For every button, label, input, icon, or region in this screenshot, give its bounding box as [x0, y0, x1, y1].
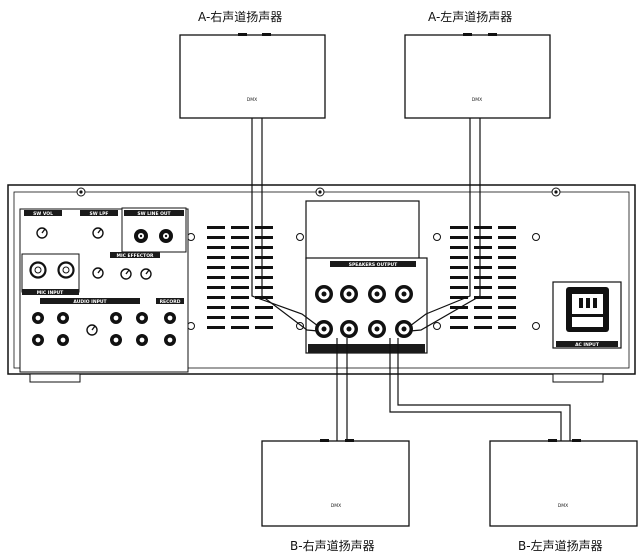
input-select-knob[interactable] — [86, 324, 98, 336]
screw — [187, 322, 195, 330]
sw-vol-label: SW VOL — [33, 211, 53, 217]
speaker-terminal-a-right-neg[interactable] — [340, 320, 358, 338]
record-jack-l[interactable] — [164, 312, 176, 324]
speaker-brand-logo: DMX — [331, 503, 341, 509]
record-label: RECORD — [160, 299, 181, 305]
sw-lpf-label: SW LPF — [89, 211, 108, 217]
wire-a-left-neg — [409, 118, 481, 332]
audio-input-jack[interactable] — [110, 312, 122, 324]
speakers-output-label: SPEAKERS OUTPUT — [349, 262, 398, 268]
speaker-a-left: DMX — [404, 33, 551, 119]
speaker-terminal-a-left-pos[interactable] — [395, 320, 413, 338]
audio-input-jack[interactable] — [32, 312, 44, 324]
label-b-right-speaker: B-右声道扬声器 — [290, 539, 375, 553]
wire-a-right-neg — [261, 118, 319, 332]
sw-vol-knob[interactable] — [36, 227, 48, 239]
mic-effector-label: MIC EFFECTOR — [117, 253, 155, 259]
ac-input-label: AC INPUT — [575, 342, 600, 348]
screw — [187, 233, 195, 241]
mic-input-jack-1[interactable] — [29, 261, 47, 279]
mic-effector-knob-2[interactable] — [140, 268, 152, 280]
screw — [433, 233, 441, 241]
screw — [532, 233, 540, 241]
ac-input-socket[interactable]: AC INPUT — [552, 281, 622, 349]
screw — [315, 187, 325, 197]
speaker-terminal-a-right-pos[interactable] — [315, 320, 333, 338]
audio-input-jack[interactable] — [136, 312, 148, 324]
speaker-terminal-b-right-pos[interactable] — [315, 285, 333, 303]
vent-grille-right — [450, 226, 516, 329]
input-panel: SW VOL SW LPF SW LINE OUT MIC INPUT MIC … — [19, 207, 189, 373]
label-b-left-speaker: B-左声道扬声器 — [518, 539, 603, 553]
audio-input-jack[interactable] — [136, 334, 148, 346]
screw — [296, 322, 304, 330]
mic-effector-knob-1[interactable] — [120, 268, 132, 280]
audio-input-jack[interactable] — [57, 312, 69, 324]
speaker-a-right: DMX — [179, 33, 326, 119]
speaker-b-left: DMX — [489, 439, 638, 527]
speaker-brand-logo: DMX — [472, 97, 482, 103]
audio-input-jack[interactable] — [110, 334, 122, 346]
label-a-left-speaker: A-左声道扬声器 — [428, 10, 513, 24]
audio-input-jack[interactable] — [57, 334, 69, 346]
wire-b-left-pos — [389, 338, 562, 441]
screw — [296, 233, 304, 241]
screw — [76, 187, 86, 197]
wire-a-right-pos — [251, 118, 319, 327]
speaker-b-right: DMX — [261, 439, 410, 527]
audio-input-label: AUDIO INPUT — [73, 299, 107, 305]
speaker-brand-logo: DMX — [558, 503, 568, 509]
speaker-wires — [251, 118, 571, 441]
sw-lpf-knob[interactable] — [92, 227, 104, 239]
vent-grille-left — [207, 226, 273, 329]
mic-input-label: MIC INPUT — [37, 290, 64, 296]
speaker-terminal-a-left-neg[interactable] — [368, 320, 386, 338]
speaker-terminal-b-right-neg[interactable] — [340, 285, 358, 303]
record-jack-r[interactable] — [164, 334, 176, 346]
wire-b-left-neg — [397, 338, 571, 441]
speaker-terminal-b-left-pos[interactable] — [395, 285, 413, 303]
speaker-brand-logo: DMX — [247, 97, 257, 103]
screw — [532, 322, 540, 330]
wire-a-left-pos — [409, 118, 471, 327]
mic-input-jack-2[interactable] — [57, 261, 75, 279]
screw — [551, 187, 561, 197]
label-a-right-speaker: A-右声道扬声器 — [198, 10, 283, 24]
audio-input-jack[interactable] — [32, 334, 44, 346]
sw-line-out-jack-r[interactable] — [159, 229, 173, 243]
sw-line-out-label: SW LINE OUT — [137, 211, 171, 217]
speakers-output-block: SPEAKERS OUTPUT — [305, 200, 428, 354]
mic-level-knob[interactable] — [92, 267, 104, 279]
speaker-terminal-b-left-neg[interactable] — [368, 285, 386, 303]
sw-line-out-jack-l[interactable] — [134, 229, 148, 243]
screw — [433, 322, 441, 330]
